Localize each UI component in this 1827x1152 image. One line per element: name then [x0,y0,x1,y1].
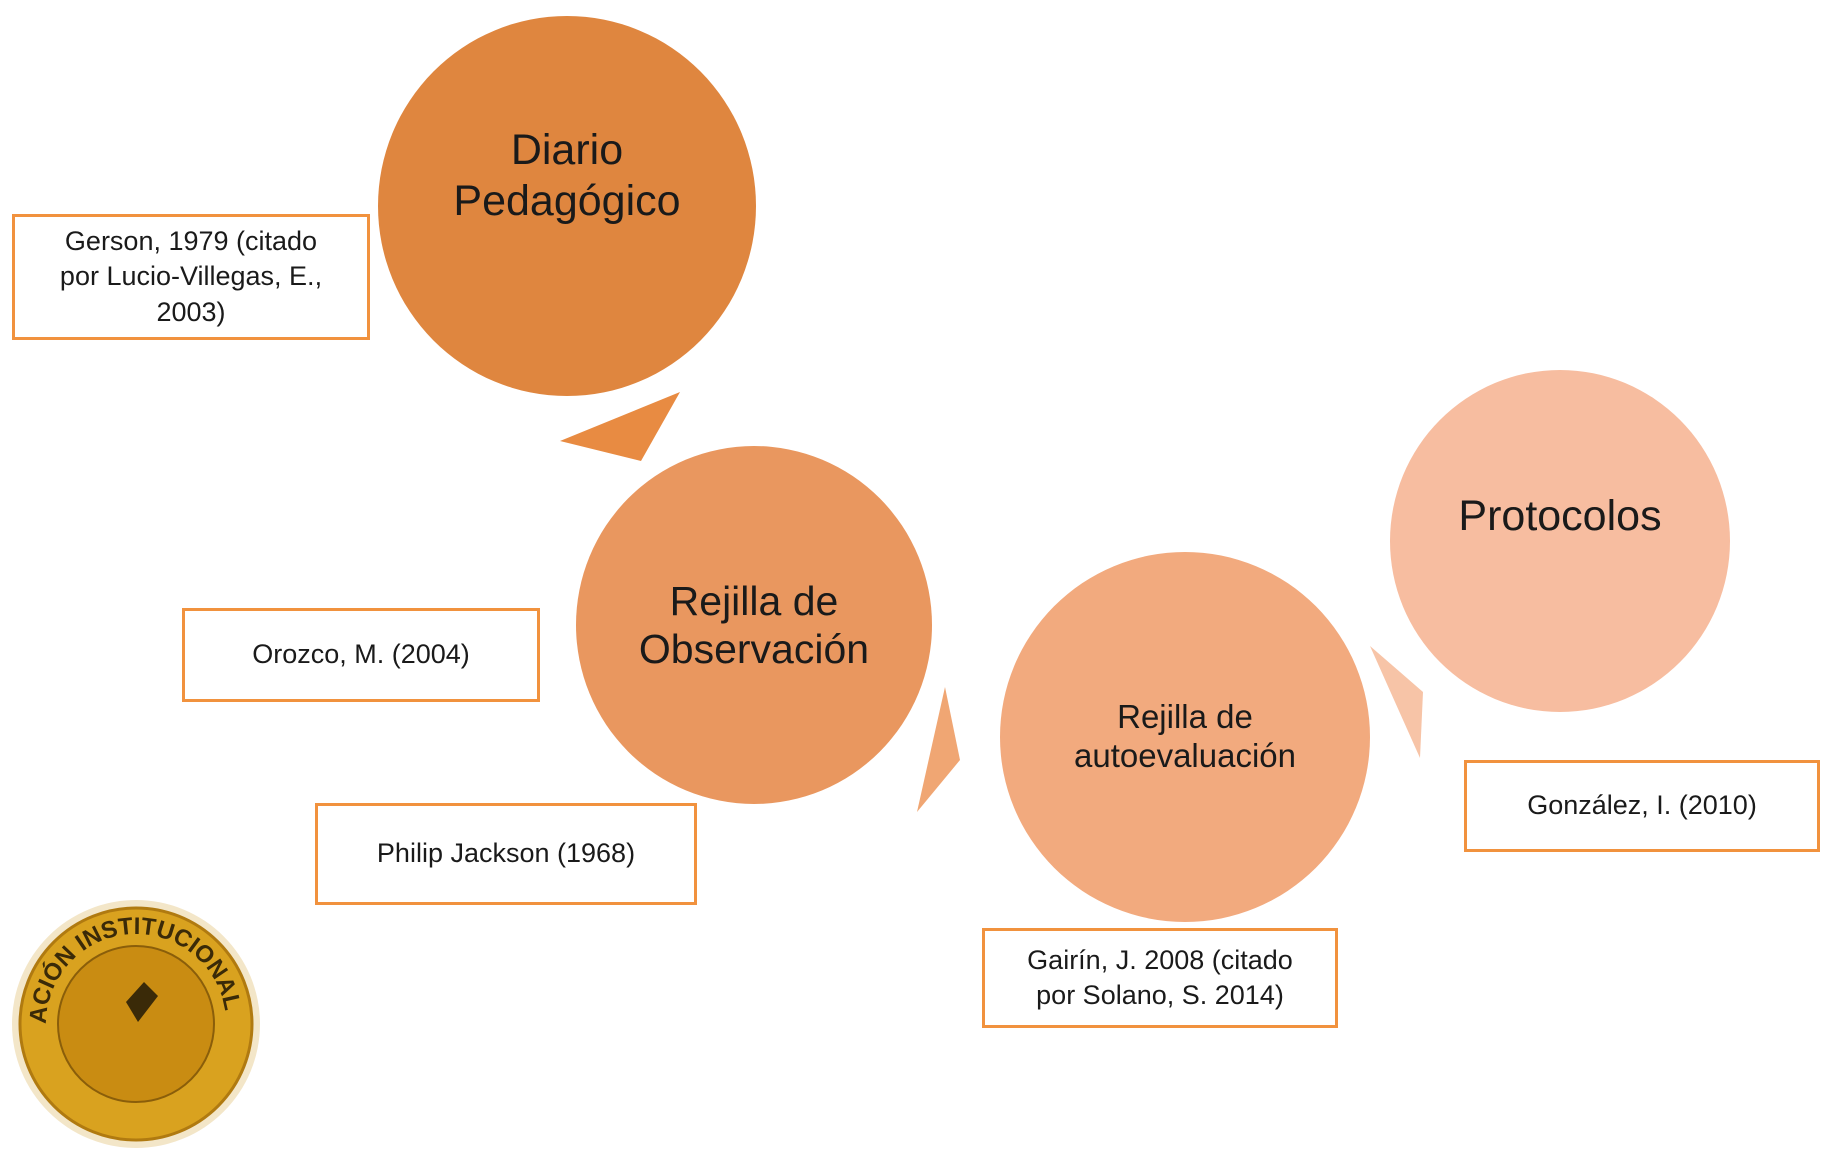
note-gerson: Gerson, 1979 (citado por Lucio-Villegas,… [12,214,370,340]
connector-arrows [560,392,1423,812]
node-rejilla-autoevaluacion: Rejilla de autoevaluación [1000,552,1370,922]
institutional-seal-logo: ACIÓN INSTITUCIONAL [12,900,260,1148]
arrow-rejilla-observacion-to-autoevaluacion [917,687,960,812]
node-rejilla-observacion: Rejilla de Observación [576,446,932,804]
arrow-autoevaluacion-to-protocolos [1370,646,1423,758]
arrow-diario-to-rejilla-observacion [560,392,680,461]
node-diario-pedagogico: Diario Pedagógico [378,16,756,396]
note-gonzalez: González, I. (2010) [1464,760,1820,852]
note-philip-jackson: Philip Jackson (1968) [315,803,697,905]
node-protocolos: Protocolos [1390,370,1730,712]
note-gairin: Gairín, J. 2008 (citado por Solano, S. 2… [982,928,1338,1028]
note-orozco: Orozco, M. (2004) [182,608,540,702]
